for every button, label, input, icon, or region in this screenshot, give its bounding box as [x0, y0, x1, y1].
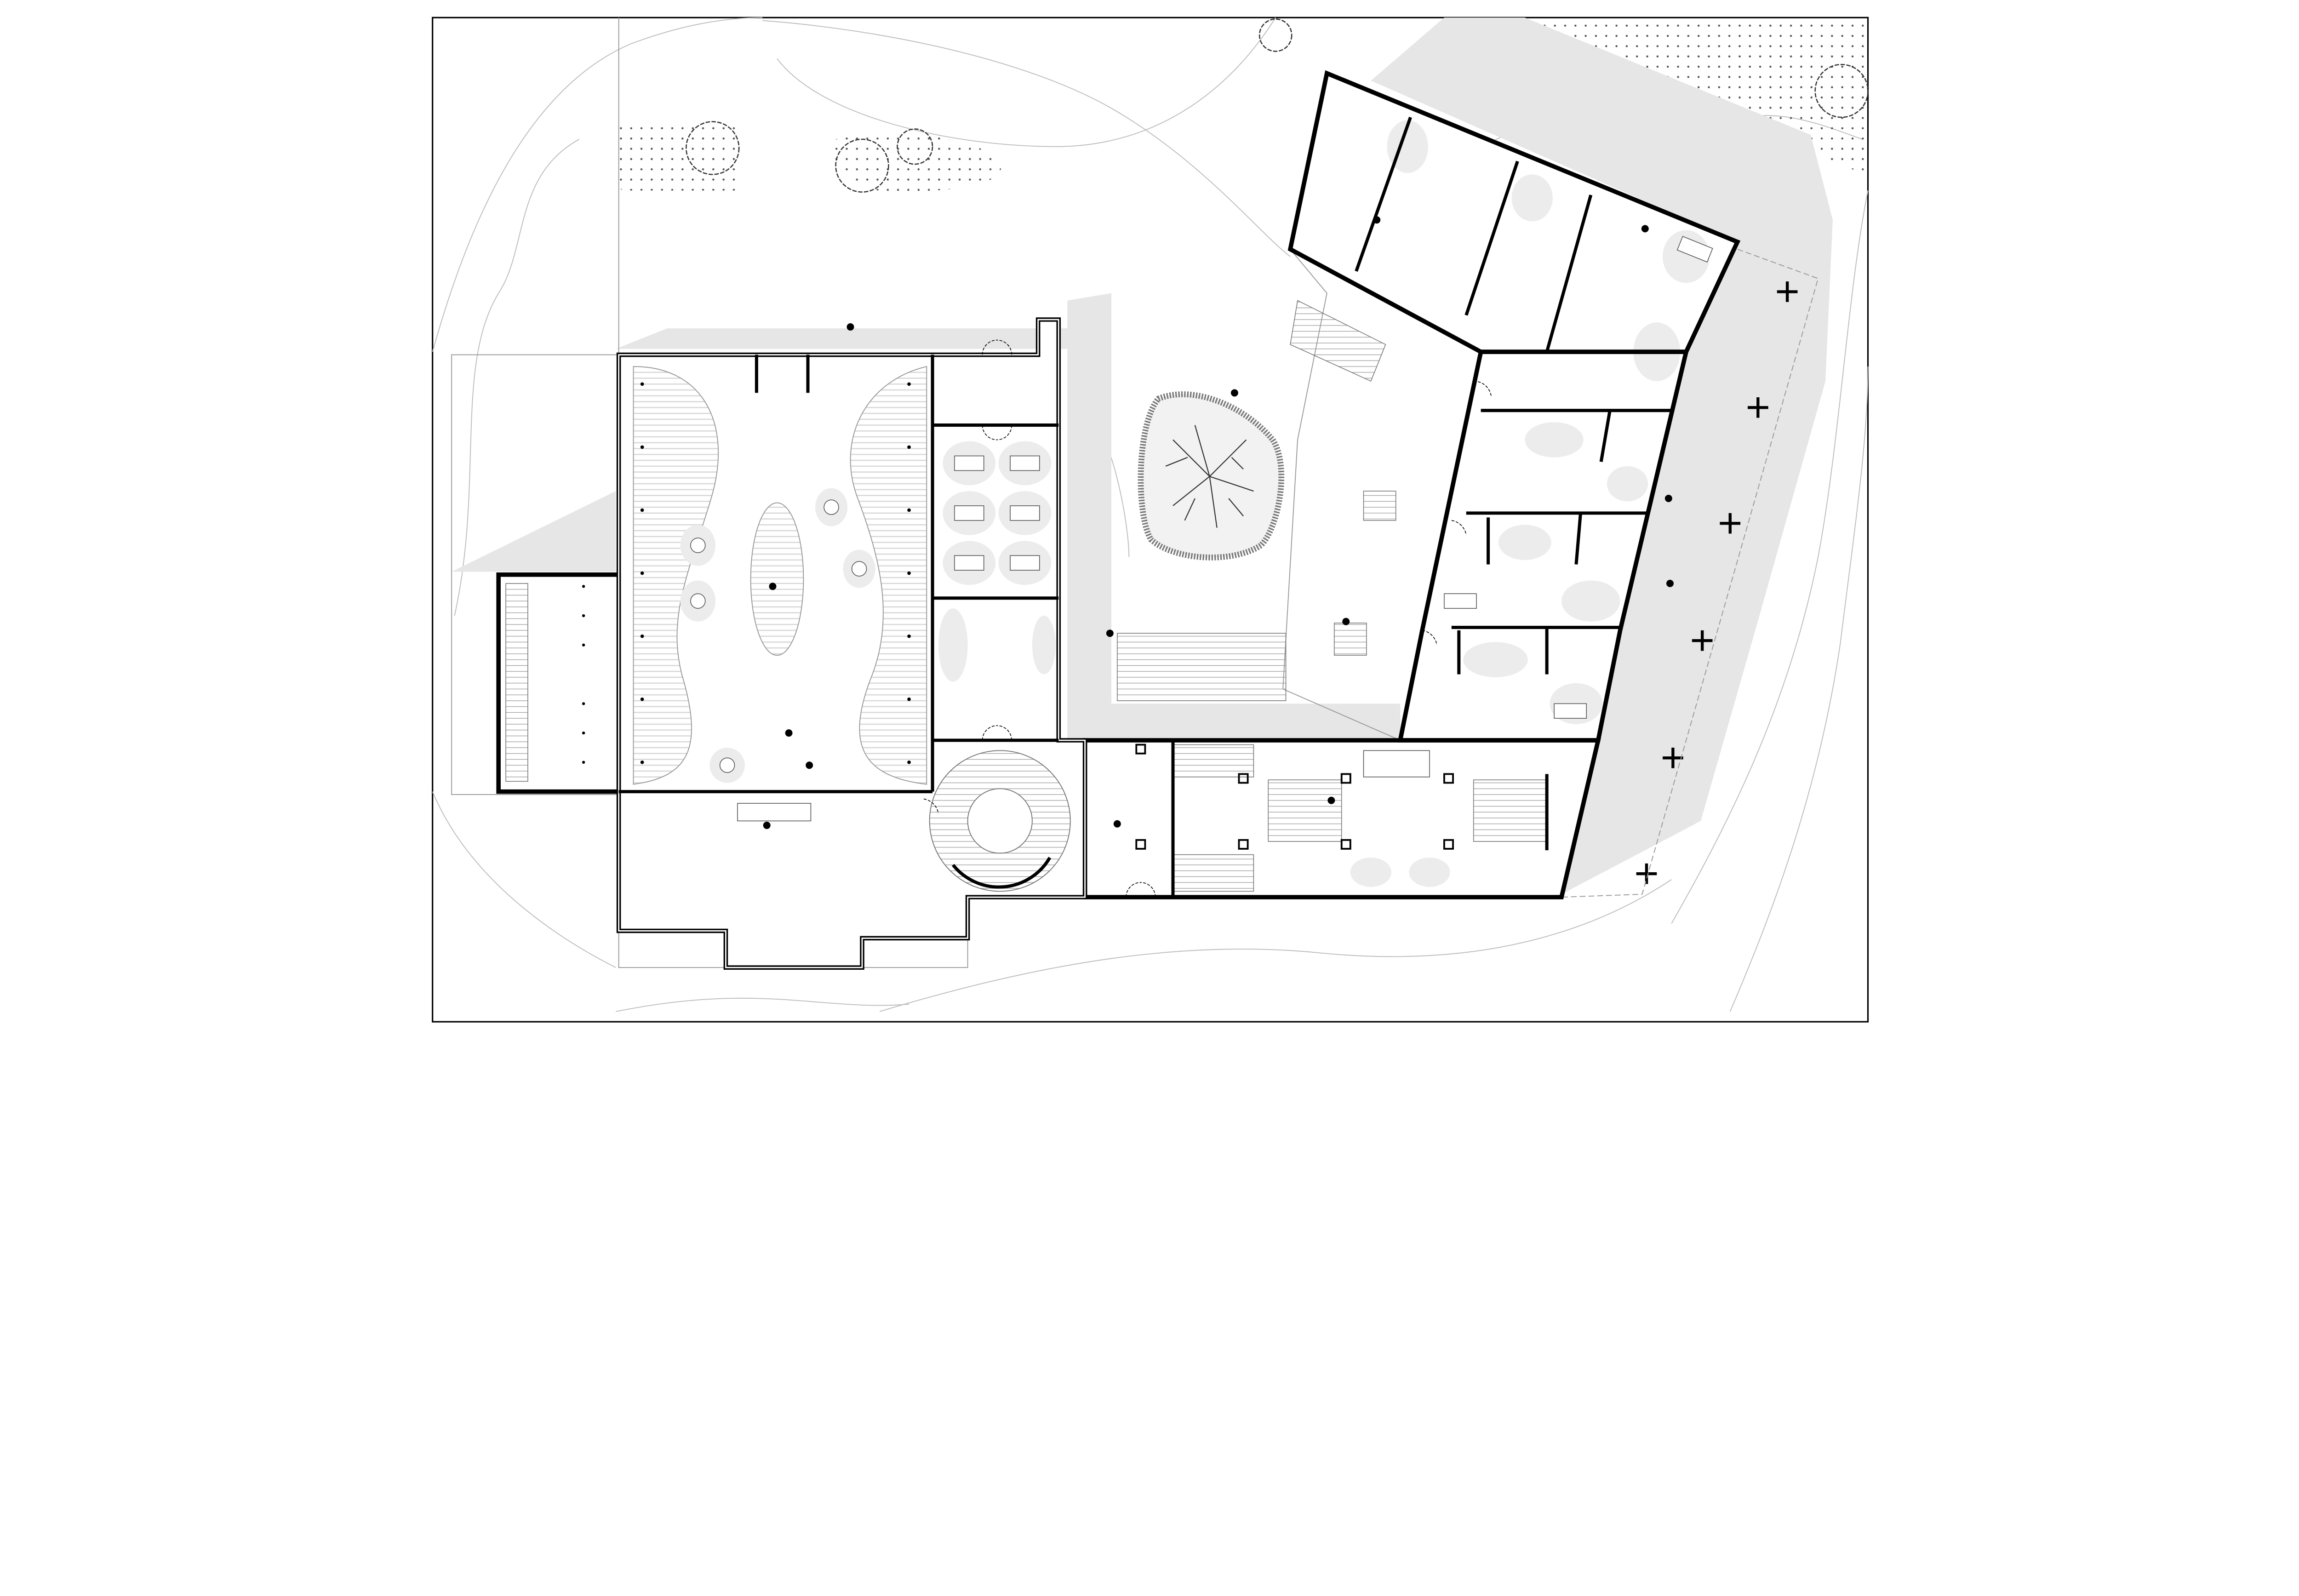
cross-marker-icon [1636, 863, 1657, 884]
person-icon [1230, 389, 1238, 397]
person-icon [785, 729, 793, 737]
site-boundary [1561, 249, 1819, 898]
people [763, 216, 1674, 829]
door-swing-icon [982, 425, 1012, 440]
door-swing-icon [1451, 520, 1467, 535]
door-swing-icon [982, 725, 1012, 741]
tree-icon [835, 138, 889, 193]
cross-marker-icon [1692, 630, 1713, 651]
person-icon [1641, 225, 1649, 233]
tables [690, 236, 1713, 822]
meadow-center [834, 133, 1001, 191]
door-swing-icon [1473, 381, 1492, 396]
person-icon [763, 821, 771, 829]
floor-plan [432, 17, 1869, 1023]
person-icon [1327, 796, 1335, 804]
columns [582, 382, 1454, 850]
door-swing-icon [982, 339, 1012, 355]
exterior-walls [496, 70, 1741, 970]
tree-icon [1258, 18, 1292, 52]
person-icon [806, 761, 813, 769]
interior-walls [618, 116, 1672, 898]
doors [923, 339, 1492, 898]
door-swing-icon [1126, 882, 1156, 898]
meadow-west [618, 123, 742, 191]
cross-marker-icon [1663, 747, 1683, 768]
stairs [505, 300, 1547, 892]
site-markers [1636, 281, 1798, 884]
person-icon [1106, 629, 1114, 637]
person-icon [846, 323, 854, 331]
tree-icon [897, 128, 933, 165]
spiral-stair-rotunda [929, 750, 1071, 892]
door-swing-icon [923, 798, 939, 814]
tree-icon [1814, 64, 1869, 118]
person-icon [1666, 579, 1674, 587]
person-icon [1664, 495, 1672, 502]
trees [686, 18, 1869, 193]
cross-marker-icon [1748, 397, 1768, 418]
person-icon [1113, 820, 1121, 828]
central-platform [750, 502, 804, 656]
door-swing-icon [1422, 630, 1437, 645]
courtyard-tree-planter [1138, 391, 1285, 561]
cross-marker-icon [1720, 513, 1741, 534]
person-icon [1373, 216, 1381, 224]
tree-canopy-icon [1165, 425, 1254, 528]
person-icon [769, 583, 777, 590]
tree-icon [686, 121, 740, 175]
person-icon [1342, 618, 1350, 625]
cross-marker-icon [1777, 281, 1798, 302]
hall-decks [633, 366, 927, 785]
